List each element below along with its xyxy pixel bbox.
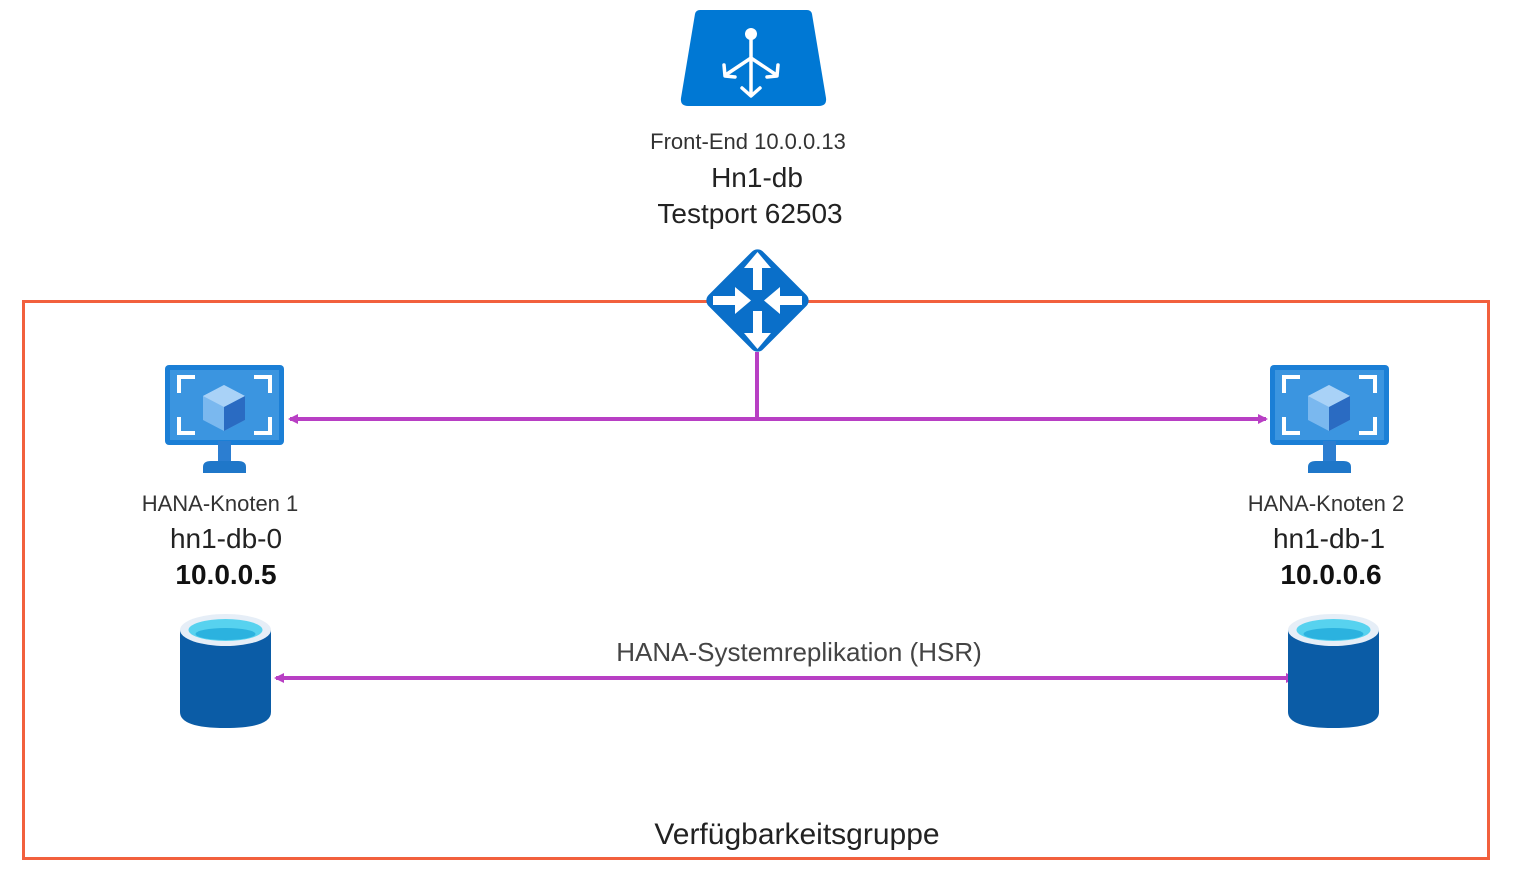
node2-hostname: hn1-db-1 — [1272, 523, 1386, 554]
virtual-machine-icon — [1270, 365, 1389, 473]
virtual-machine-icon — [165, 365, 284, 473]
database-icon — [1288, 614, 1379, 728]
load-balancer-icon — [680, 10, 827, 106]
database-icon — [180, 614, 271, 728]
node1-title: HANA-Knoten 1 — [141, 491, 299, 516]
load-balancer-name: Hn1-db — [711, 162, 803, 193]
node2-title: HANA-Knoten 2 — [1247, 491, 1405, 516]
node1-ip: 10.0.0.5 — [175, 559, 277, 590]
router-icon — [706, 249, 809, 352]
node2-ip: 10.0.0.6 — [1280, 559, 1382, 590]
hsr-label: HANA-Systemreplikation (HSR) — [616, 637, 982, 667]
node1-hostname: hn1-db-0 — [169, 523, 283, 554]
availability-set-label: Verfügbarkeitsgruppe — [654, 818, 940, 851]
probe-port-label: Testport 62503 — [657, 198, 843, 229]
frontend-label: Front-End 10.0.0.13 — [650, 129, 846, 154]
